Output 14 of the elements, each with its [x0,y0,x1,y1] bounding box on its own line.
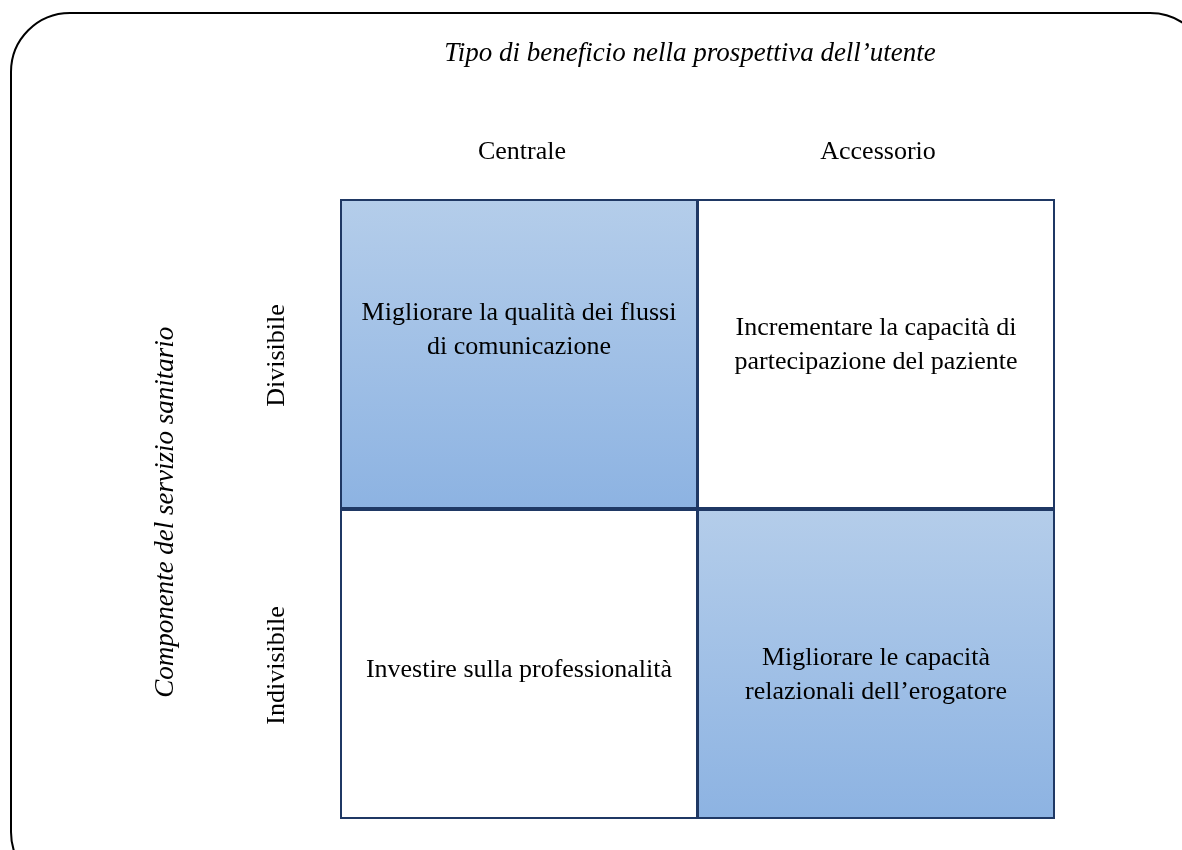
axis-title: Componente del servizio sanitario [148,326,181,698]
matrix-cell [697,199,1055,509]
shaded-cell [697,509,1055,819]
cell-text: Migliorare le capacità relazionali dell’erogatore [744,641,1008,707]
row-header: Divisibile [259,303,291,407]
cell-text: Migliorare la qualità dei flussi di comunicazione [360,296,678,362]
matrix-cell [340,509,698,819]
shaded-cell [340,199,698,509]
cell-text: Incrementare la capacità di partecipazione del paziente [733,311,1019,377]
cell-text: Investire sulla professionalità [365,653,673,685]
axis-title: Tipo di beneficio nella prospettiva dell’utente [444,35,936,69]
column-header: Centrale [477,134,567,167]
column-header: Accessorio [820,134,936,167]
row-header: Indivisibile [259,605,291,725]
